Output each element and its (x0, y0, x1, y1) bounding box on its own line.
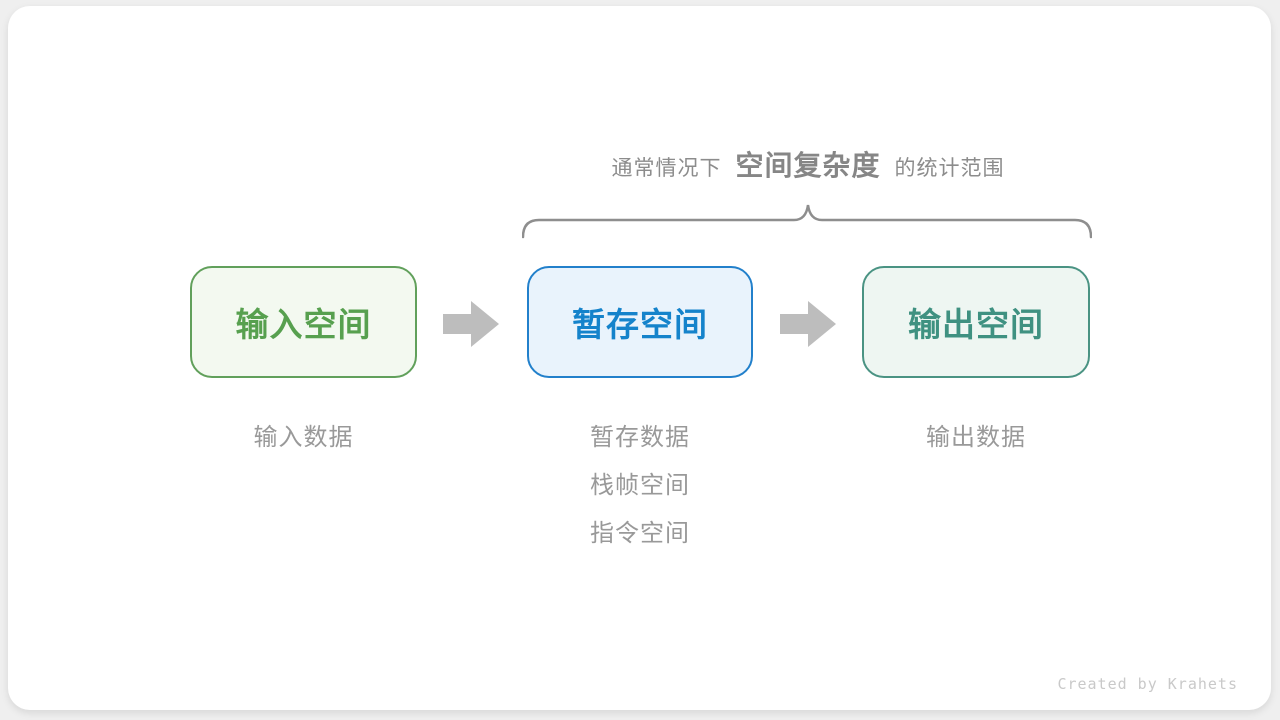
credit-text: Created by Krahets (1057, 675, 1238, 693)
output-space-box: 输出空间 (862, 266, 1090, 378)
temp-space-box: 暂存空间 (527, 266, 753, 378)
sub-label: 指令空间 (590, 520, 690, 547)
brace-path (522, 204, 1092, 239)
input-space-box: 输入空间 (190, 266, 417, 378)
diagram-caption: 通常情况下 空间复杂度 的统计范围 (611, 144, 1004, 184)
arrow-right-icon (443, 301, 499, 347)
input-space-label: 输入空间 (235, 306, 372, 343)
input-space-sublabels: 输入数据 (190, 416, 417, 464)
caption-suffix: 的统计范围 (894, 157, 1005, 180)
sub-label: 输入数据 (253, 424, 354, 451)
caption-highlight: 空间复杂度 (735, 150, 881, 181)
sub-label: 栈帧空间 (590, 472, 690, 499)
output-space-label: 输出空间 (908, 306, 1044, 343)
sub-label: 输出数据 (926, 424, 1026, 451)
temp-space-label: 暂存空间 (572, 306, 708, 343)
scope-brace (522, 204, 1092, 239)
temp-space-sublabels: 暂存数据 栈帧空间 指令空间 (527, 416, 753, 560)
output-space-sublabels: 输出数据 (862, 416, 1090, 464)
caption-prefix: 通常情况下 (611, 157, 722, 180)
sub-label: 暂存数据 (590, 424, 690, 451)
arrow-right-icon (780, 301, 836, 347)
